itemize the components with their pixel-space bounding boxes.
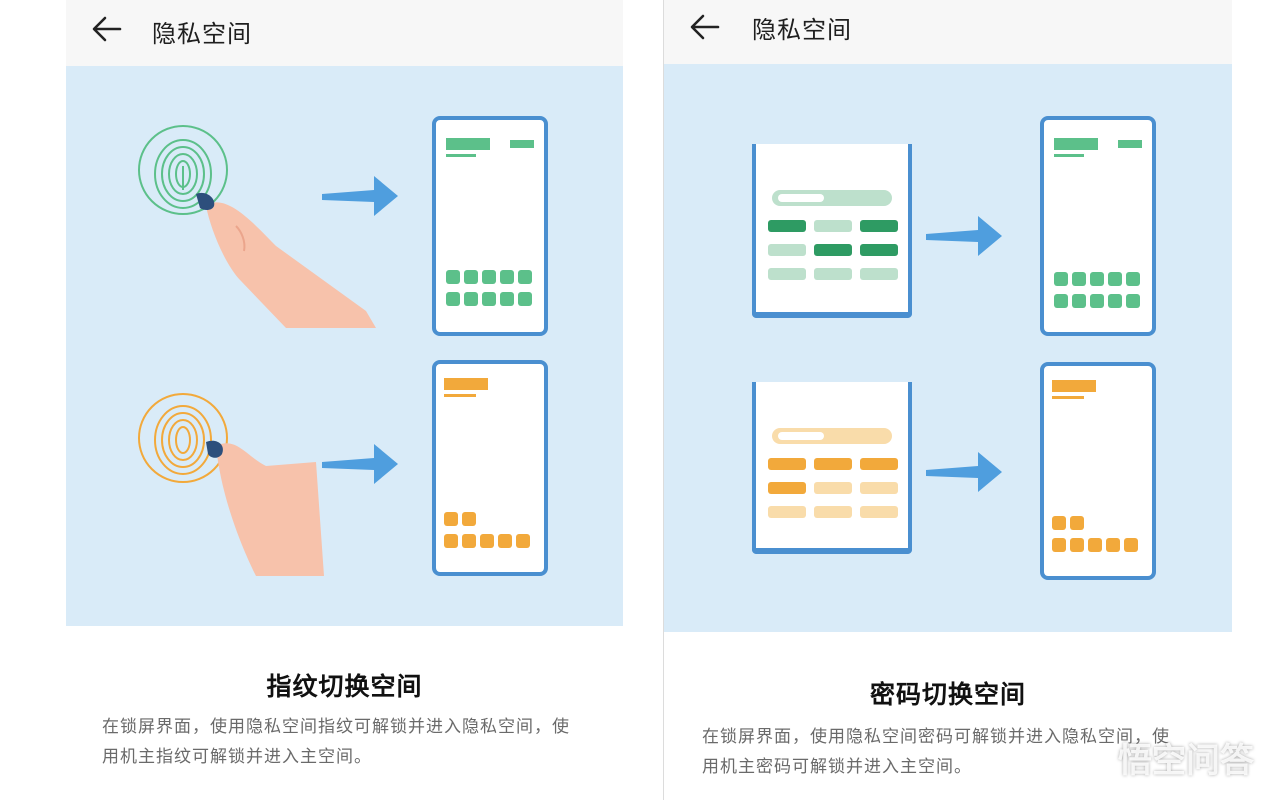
- mode-title: 指纹切换空间: [266, 672, 423, 701]
- fingerprint-switch-panel: 隐私空间: [66, 0, 623, 800]
- back-arrow-icon[interactable]: [90, 12, 124, 46]
- page-title: 隐私空间: [752, 16, 852, 44]
- watermark: 悟空问答: [1118, 741, 1254, 781]
- mode-description: 在锁屏界面，使用隐私空间指纹可解锁并进入隐私空间，使用机主指纹可解锁并进入主空间…: [102, 717, 570, 767]
- password-switch-panel: 隐私空间: [663, 0, 1232, 800]
- illustration: [66, 66, 623, 626]
- mode-title: 密码切换空间: [869, 680, 1026, 709]
- arrow-right-icon: [926, 452, 1002, 492]
- arrow-right-icon: [926, 216, 1002, 256]
- hand-icon: [206, 440, 324, 576]
- phone-icon: [432, 116, 548, 336]
- fingerprint-icon: [138, 125, 228, 215]
- mode-description: 在锁屏界面，使用隐私空间密码可解锁并进入隐私空间，使用机主密码可解锁并进入主空间…: [702, 727, 1170, 777]
- fingerprint-icon: [138, 393, 228, 483]
- phone-icon: [1040, 116, 1156, 336]
- page-title: 隐私空间: [152, 20, 252, 48]
- watermark-logo-icon: [1070, 744, 1110, 776]
- arrow-right-icon: [322, 444, 398, 484]
- keypad-icon: [752, 382, 912, 554]
- keypad-icon: [752, 144, 912, 318]
- app-header: 隐私空间: [664, 0, 1232, 64]
- app-header: 隐私空间: [66, 0, 623, 66]
- phone-icon: [432, 360, 548, 576]
- back-arrow-icon[interactable]: [688, 10, 722, 44]
- phone-icon: [1040, 362, 1156, 580]
- hand-icon: [196, 192, 376, 328]
- arrow-right-icon: [322, 176, 398, 216]
- illustration: [664, 64, 1232, 632]
